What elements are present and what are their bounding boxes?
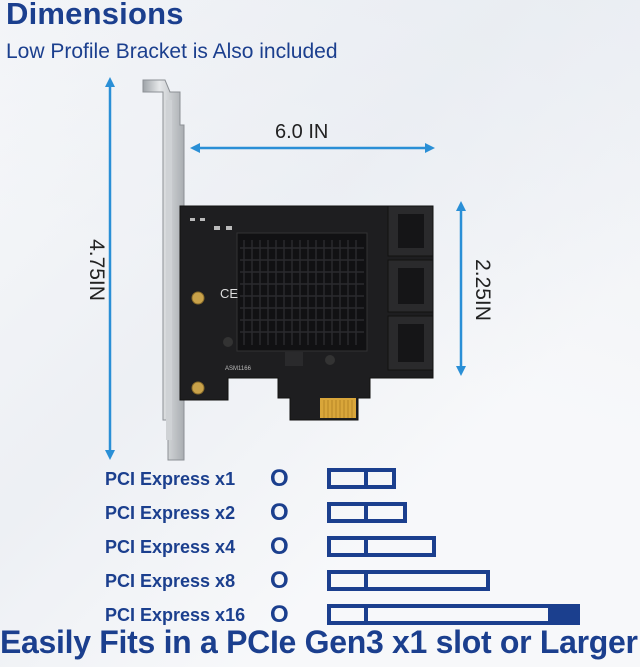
slot-bar-x8 (327, 570, 490, 591)
compat-label: PCI Express x1 (105, 468, 236, 489)
compat-marker: O (270, 567, 289, 594)
compat-marker: O (270, 499, 289, 526)
slot-bars (327, 468, 580, 625)
compat-row-x2: PCI Express x2 O (105, 498, 325, 528)
compat-label: PCI Express x16 (105, 604, 246, 625)
gold-fingers (320, 398, 356, 418)
compat-row-x16: PCI Express x16 O (105, 600, 325, 630)
slot-bar-x4 (327, 536, 436, 557)
compat-marker: O (270, 533, 289, 560)
compat-row-x8: PCI Express x8 O (105, 566, 325, 596)
slot-bar-x16 (327, 604, 580, 625)
height-dimension-label: 4.75IN (85, 239, 108, 301)
compat-label: PCI Express x4 (105, 536, 236, 557)
compat-row-x1: PCI Express x1 O (105, 464, 325, 494)
board-height-dimension-label: 2.25IN (471, 259, 494, 321)
width-dimension-label: 6.0 IN (275, 121, 329, 143)
footer-tagline: Easily Fits in a PCIe Gen3 x1 slot or La… (0, 624, 638, 660)
page-title: Dimensions (6, 0, 184, 31)
slot-bar-x1 (327, 468, 396, 489)
svg-text:ASM1166: ASM1166 (225, 366, 252, 372)
page-subtitle: Low Profile Bracket is Also included (6, 40, 338, 63)
compat-marker: O (270, 601, 289, 628)
svg-text:CE: CE (220, 286, 238, 301)
sata-ports (387, 205, 434, 371)
compat-label: PCI Express x8 (105, 570, 236, 591)
bracket (142, 79, 185, 461)
compat-label: PCI Express x2 (105, 502, 236, 523)
pcb-board: CE ASM1166 (179, 205, 434, 421)
compat-marker: O (270, 465, 289, 492)
compat-row-x4: PCI Express x4 O (105, 532, 325, 562)
slot-bar-x2 (327, 502, 407, 523)
